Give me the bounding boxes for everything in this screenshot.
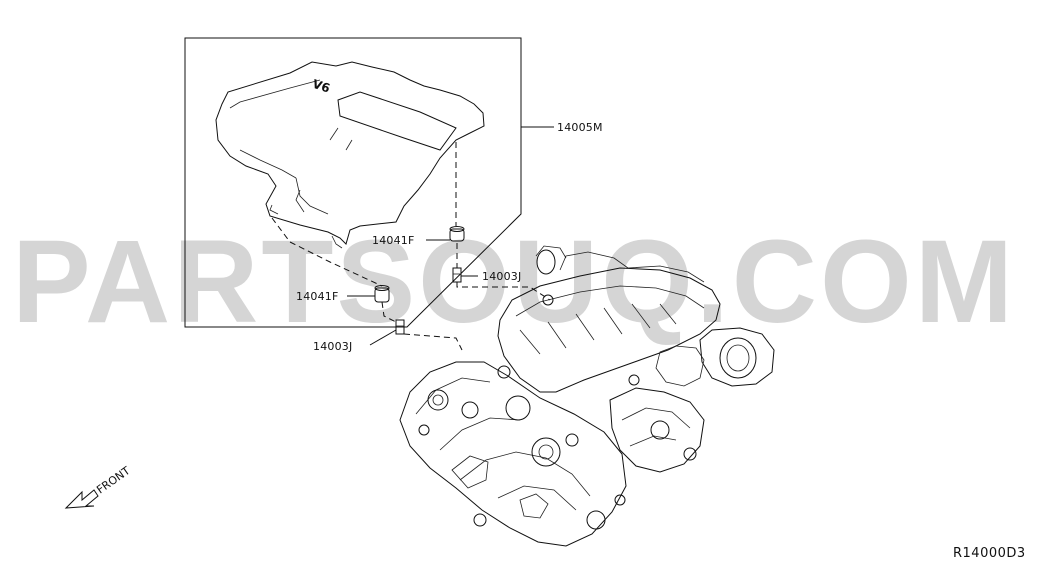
part-label-cover[interactable]: 14005M	[557, 121, 603, 134]
part-label-grommet-lower[interactable]: 14041F	[296, 290, 339, 303]
diagram-ref: R14000D3	[953, 546, 1026, 561]
part-label-grommet-upper[interactable]: 14041F	[372, 234, 415, 247]
cover-detail-frame	[184, 37, 522, 328]
front-arrow-icon	[64, 489, 99, 509]
grommet-upper[interactable]	[449, 226, 465, 242]
assembly-lines	[271, 142, 551, 351]
leader-lines	[347, 126, 554, 346]
part-label-stud-upper[interactable]: 14003J	[482, 270, 521, 283]
watermark: PARTSOUQ.COM	[12, 216, 1016, 348]
cover-badge-brand: NISSAN	[361, 106, 422, 143]
engine-assembly	[399, 245, 775, 547]
part-label-stud-lower[interactable]: 14003J	[313, 340, 352, 353]
stud-lower[interactable]	[395, 319, 405, 335]
cover-badge-v6: V6	[311, 77, 332, 96]
front-label: FRONT	[94, 464, 132, 496]
